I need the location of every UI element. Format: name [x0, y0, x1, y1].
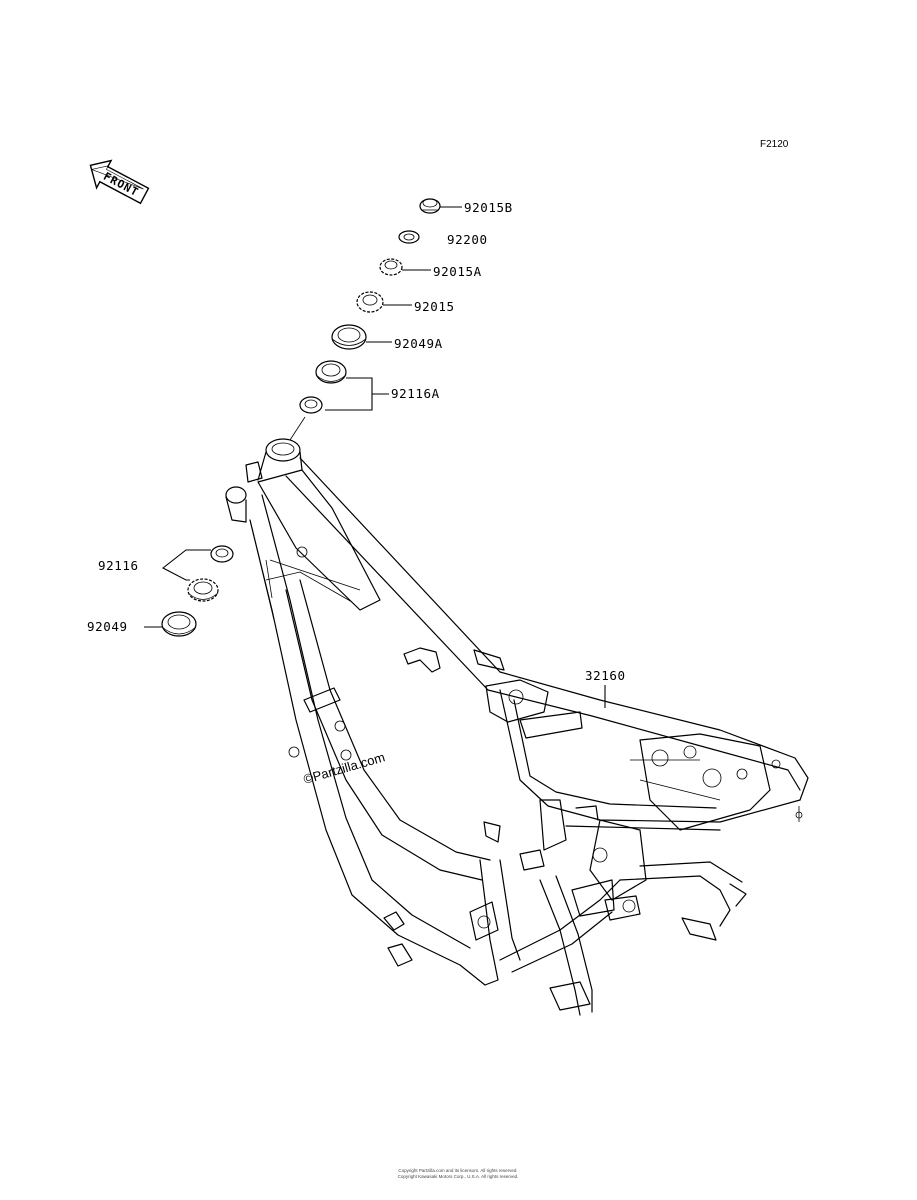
part-92049a-seal-icon[interactable] — [331, 324, 367, 350]
part-label-92015b[interactable]: 92015B — [464, 200, 513, 215]
part-92049-seal-icon[interactable] — [161, 611, 197, 637]
figure-code: F2120 — [760, 139, 789, 150]
part-92015a-nut-icon[interactable] — [379, 258, 403, 276]
part-label-92049[interactable]: 92049 — [87, 619, 128, 634]
part-92116-race-icon[interactable] — [187, 578, 219, 602]
part-label-92049a[interactable]: 92049A — [394, 336, 443, 351]
part-label-92200[interactable]: 92200 — [447, 232, 488, 247]
front-arrow-icon: FRONT — [89, 159, 150, 205]
part-92116-bearing-icon[interactable] — [210, 545, 234, 563]
footer-line-2: Copyright Kawasaki Motors Corp., U.S.A. … — [398, 1174, 519, 1179]
footer-line-1: Copyright Partzilla.com and its licensor… — [398, 1168, 517, 1173]
part-92015-nut-icon[interactable] — [356, 291, 384, 313]
part-92015b-nut-icon[interactable] — [419, 198, 441, 214]
part-label-32160[interactable]: 32160 — [585, 668, 626, 683]
frame-32160-drawing[interactable] — [225, 438, 809, 1016]
part-label-92015a[interactable]: 92015A — [433, 264, 482, 279]
part-label-92015[interactable]: 92015 — [414, 299, 455, 314]
part-92116a-bearing-lower-icon[interactable] — [299, 396, 323, 414]
part-label-92116a[interactable]: 92116A — [391, 386, 440, 401]
part-label-92116[interactable]: 92116 — [98, 558, 139, 573]
part-92116a-bearing-upper-icon[interactable] — [315, 360, 347, 384]
part-92200-washer-icon[interactable] — [398, 230, 420, 244]
watermark-text: ©Partzilla.com — [302, 749, 387, 787]
